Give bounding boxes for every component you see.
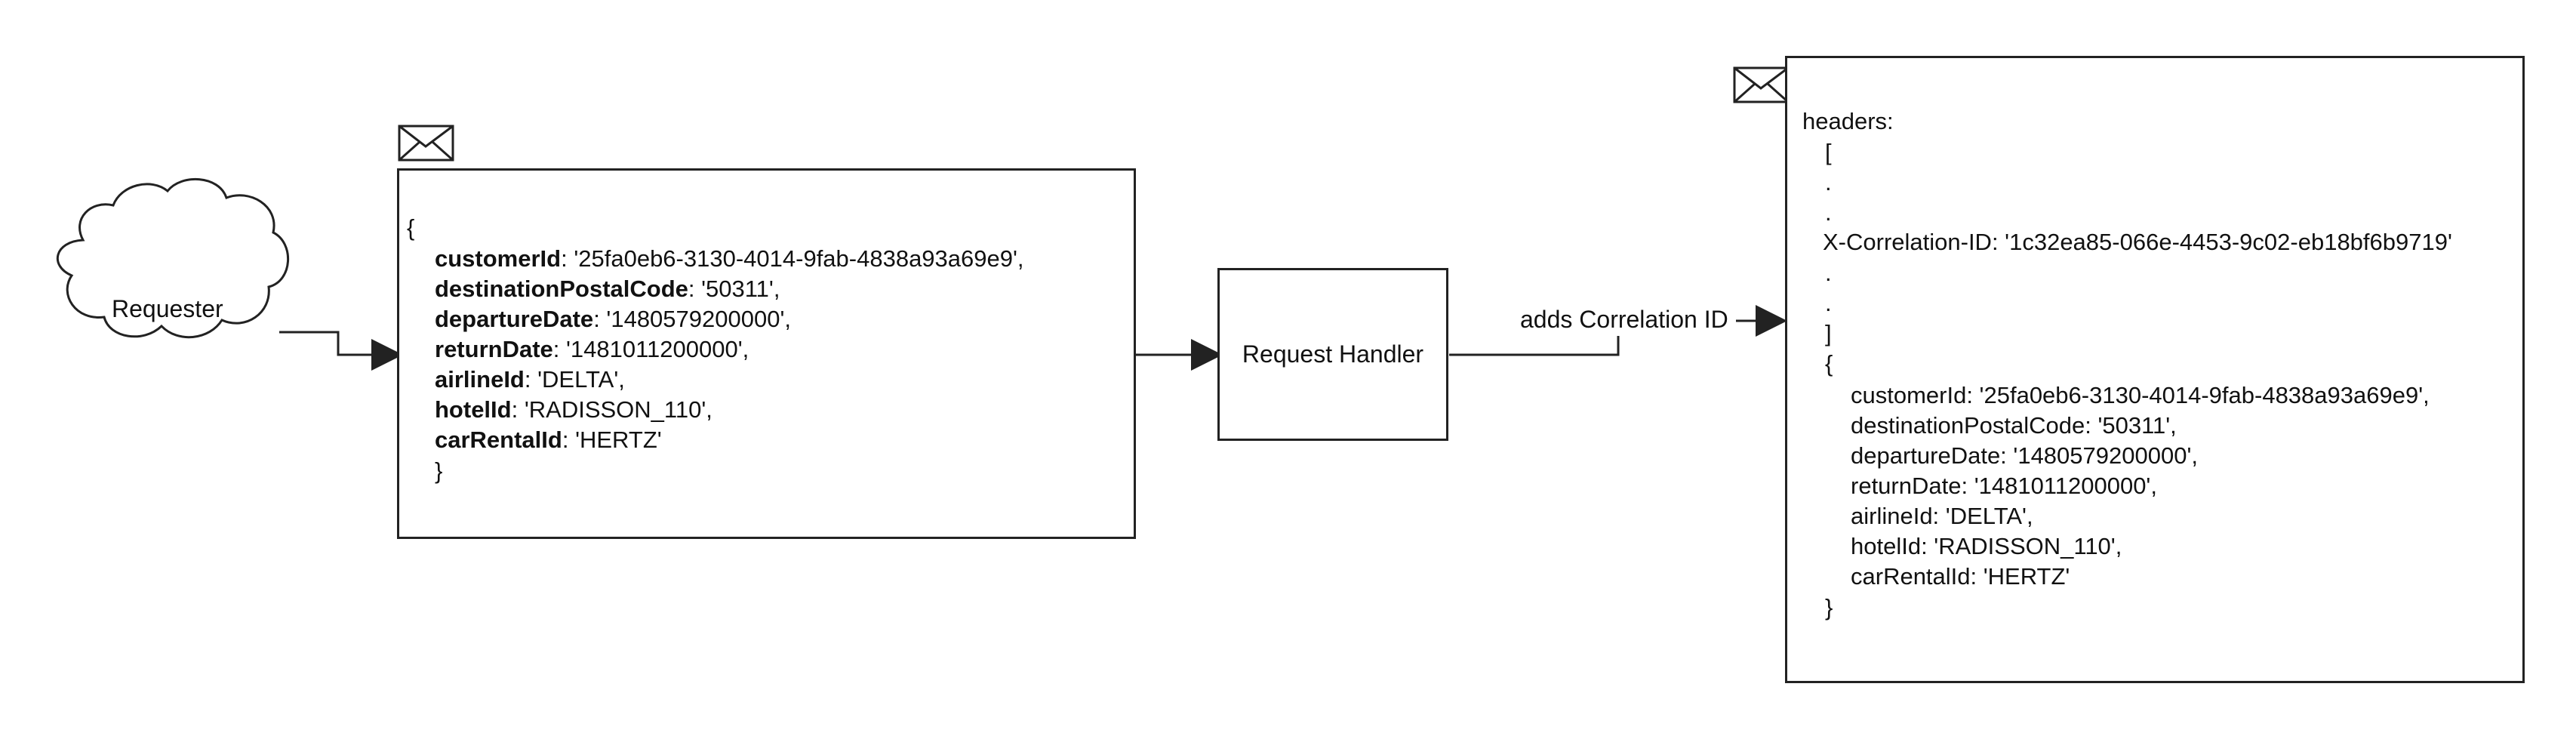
message-open-brace: { [407,214,415,241]
message-line: destinationPostalCode: '50311', [435,276,780,302]
requester-label: Requester [112,295,223,322]
message-value: : 'RADISSON_110', [511,396,712,423]
message-value: : '25fa0eb6-3130-4014-9fab-4838a93a69e9'… [561,245,1024,272]
message-value: : '1481011200000', [552,336,749,362]
response-message-box: headers: [ . . X-Correlation-ID: '1c32ea… [1785,56,2525,683]
message-value: : '50311', [688,276,780,302]
envelope-icon [1733,66,1790,103]
body-line: hotelId: 'RADISSON_110', [1851,533,2122,559]
requester-connector [279,331,403,371]
headers-dot: . [1825,290,1832,316]
body-line: destinationPostalCode: '50311', [1851,412,2177,439]
message-key: destinationPostalCode [435,276,688,302]
message-line: hotelId: 'RADISSON_110', [435,396,712,423]
message-value: : 'HERTZ' [562,427,662,453]
request-handler-box: Request Handler [1217,268,1448,441]
message-value: : '1480579200000', [593,306,791,332]
message-line: carRentalId: 'HERTZ' [435,427,662,453]
headers-dot: . [1825,199,1832,226]
message-key: customerId [435,245,562,272]
request-message-box: { customerId: '25fa0eb6-3130-4014-9fab-4… [397,168,1136,539]
correlation-id-line: X-Correlation-ID: '1c32ea85-066e-4453-9c… [1823,229,2452,255]
headers-label: headers: [1802,108,1894,134]
requester-cloud [56,177,290,339]
headers-dot: . [1825,169,1832,196]
message-value: : 'DELTA', [524,366,625,393]
body-close-brace: } [1825,594,1833,621]
body-line: departureDate: '1480579200000', [1851,442,2198,469]
message-key: departureDate [435,306,594,332]
headers-close-bracket: ] [1825,320,1832,346]
body-line: airlineId: 'DELTA', [1851,503,2033,529]
message-key: hotelId [435,396,512,423]
message-close-brace: } [435,457,443,484]
body-line: customerId: '25fa0eb6-3130-4014-9fab-483… [1851,382,2430,408]
body-open-brace: { [1825,350,1833,377]
request-handler-label: Request Handler [1242,340,1424,368]
message-line: airlineId: 'DELTA', [435,366,625,393]
message-line: returnDate: '1481011200000', [435,336,749,362]
headers-dot: . [1825,260,1832,286]
body-line: returnDate: '1481011200000', [1851,473,2157,499]
headers-open-bracket: [ [1825,139,1832,165]
message-line: customerId: '25fa0eb6-3130-4014-9fab-483… [435,245,1024,272]
envelope-icon [398,125,454,162]
message-key: carRentalId [435,427,562,453]
message-key: returnDate [435,336,553,362]
message-line: departureDate: '1480579200000', [435,306,791,332]
message-key: airlineId [435,366,525,393]
body-line: carRentalId: 'HERTZ' [1851,563,2070,590]
correlation-label: adds Correlation ID [1520,306,1728,333]
